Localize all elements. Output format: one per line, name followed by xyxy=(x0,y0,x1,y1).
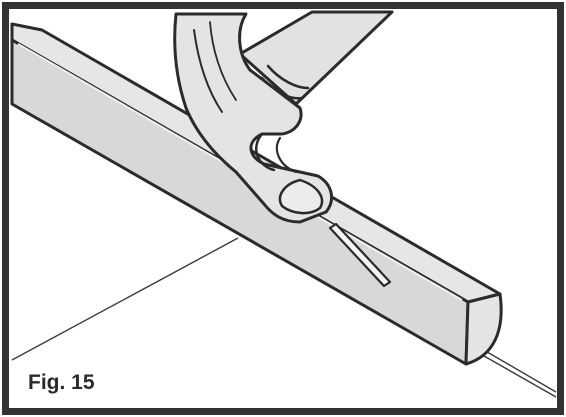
molding-end-profile xyxy=(464,292,503,366)
hammer-handle xyxy=(238,10,394,106)
figure-caption: Fig. 15 xyxy=(28,371,95,394)
hammer-head xyxy=(173,12,334,224)
nail-icon xyxy=(328,222,392,288)
hammer-icon xyxy=(173,10,394,224)
